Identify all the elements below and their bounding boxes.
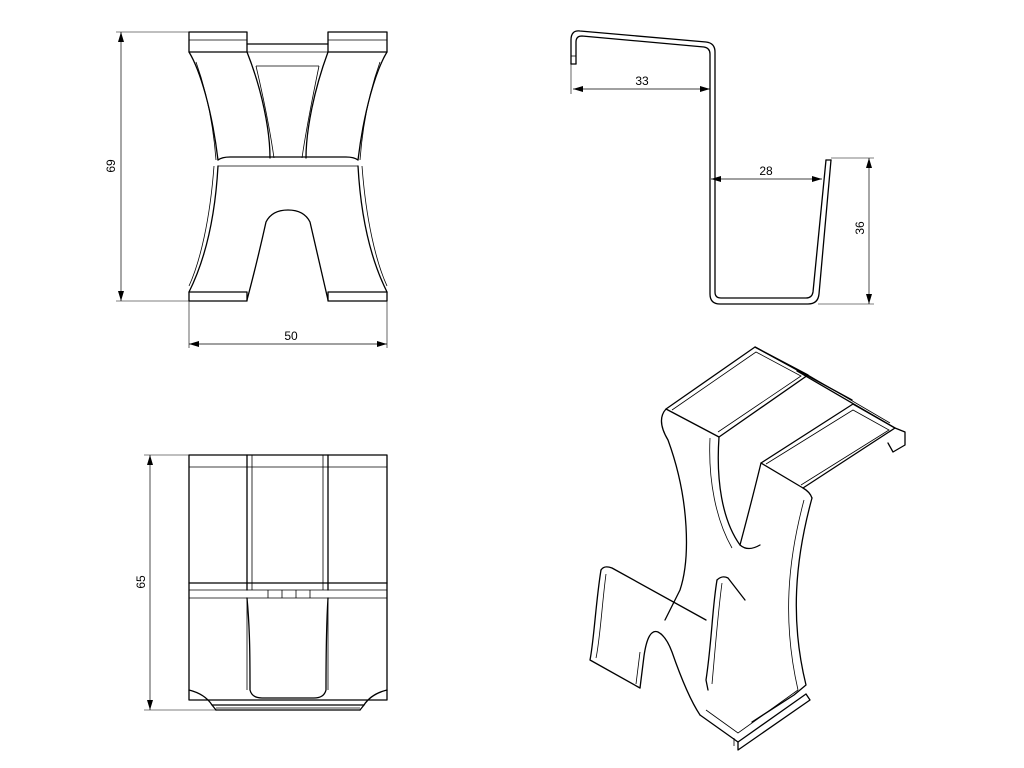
side-top-depth-label: 33: [635, 74, 649, 88]
front-height-label: 69: [104, 159, 118, 173]
isometric-view: [589, 346, 906, 751]
front-view: 69 50: [104, 31, 388, 348]
side-bottom-depth-label: 28: [759, 164, 773, 178]
front-width-label: 50: [284, 329, 298, 343]
top-view: 65: [134, 454, 388, 711]
side-bottom-height-label: 36: [853, 221, 867, 235]
side-view: 33 28 36: [570, 30, 874, 305]
top-length-label: 65: [134, 575, 148, 589]
